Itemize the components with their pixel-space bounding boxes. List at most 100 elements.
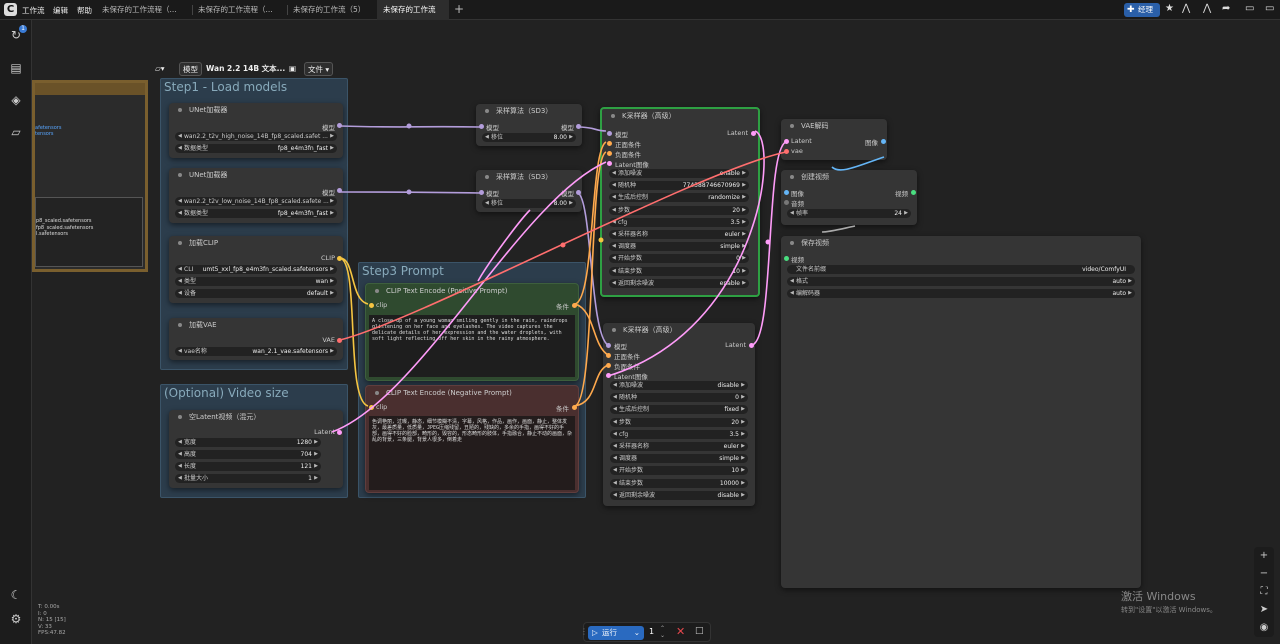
node-icon[interactable]: ⋀ <box>1203 3 1212 14</box>
node-unet-loader-high[interactable]: UNet加载器 模型 ◀wan2.2_t2v_high_noise_14B_fp… <box>169 103 343 158</box>
output-slot-latent[interactable] <box>751 131 756 136</box>
theme-moon-icon[interactable]: ☾ <box>10 588 22 602</box>
image-icon[interactable]: ▣ <box>289 64 297 73</box>
input-slot-video[interactable] <box>784 256 789 261</box>
cancel-icon[interactable]: ✕ <box>676 625 686 638</box>
comfy-logo-icon[interactable]: C <box>4 3 17 16</box>
input-slot-model[interactable] <box>479 190 484 195</box>
zoom-in-icon[interactable]: + <box>1259 550 1269 561</box>
input-slot-negative[interactable] <box>606 363 611 368</box>
output-slot-clip[interactable] <box>337 256 342 261</box>
share-icon[interactable]: ➦ <box>1222 3 1231 14</box>
panel-icon[interactable]: ▭ <box>1245 3 1255 14</box>
node-unet-loader-low[interactable]: UNet加载器 模型 ◀wan2.2_t2v_low_noise_14B_fp8… <box>169 168 343 223</box>
tab-workflow-4[interactable]: 未保存的工作流 <box>377 0 449 20</box>
node-clip-text-encode-negative[interactable]: CLIP Text Encode (Negative Prompt) clip … <box>365 385 579 493</box>
input-slot-clip[interactable] <box>369 405 374 410</box>
input-slot-vae[interactable] <box>784 149 789 154</box>
negative-prompt-textarea[interactable]: 色调艳丽，过曝，静态，细节模糊不清，字幕，风格，作品，画作，画面，静止，整体发灰… <box>369 416 575 490</box>
input-slot-audio[interactable] <box>784 200 789 205</box>
output-slot-video[interactable] <box>911 190 916 195</box>
workflows-folder-icon[interactable]: ▱ <box>11 125 21 139</box>
menu-workflow[interactable]: 工作流 <box>22 6 45 15</box>
node-vae-decode[interactable]: VAE解码 Latent vae 图像 <box>781 119 887 160</box>
pointer-icon[interactable]: ➤ <box>1259 604 1269 615</box>
manager-button[interactable]: ✚ 经理 <box>1124 3 1160 17</box>
input-slot-model[interactable] <box>479 124 484 129</box>
zoom-out-icon[interactable]: − <box>1259 568 1269 579</box>
output-slot-conditioning[interactable] <box>572 405 577 410</box>
input-slot-model[interactable] <box>607 131 612 136</box>
output-slot-conditioning[interactable] <box>572 303 577 308</box>
menu-edit[interactable]: 编辑 <box>53 6 68 15</box>
stepper-icon[interactable]: ⌃⌄ <box>660 625 666 639</box>
settings-gear-icon[interactable]: ⚙ <box>10 612 22 626</box>
input-slot-positive[interactable] <box>606 353 611 358</box>
tab-workflow-1[interactable]: 未保存的工作流程（... <box>102 5 177 14</box>
file-menu-button[interactable]: 文件 ▾ <box>304 62 334 76</box>
output-slot-image[interactable] <box>881 139 886 144</box>
input-slot-negative[interactable] <box>607 151 612 156</box>
output-slot-vae[interactable] <box>337 338 342 343</box>
input-slot-images[interactable] <box>784 190 789 195</box>
node-library-icon[interactable]: ▤ <box>10 61 22 75</box>
node-clip-text-encode-positive[interactable]: CLIP Text Encode (Positive Prompt) clip … <box>365 283 579 381</box>
batch-count-input[interactable]: 1 <box>649 627 655 636</box>
output-slot-latent[interactable] <box>337 430 342 435</box>
unet-name-widget[interactable]: ◀wan2.2_t2v_low_noise_14B_fp8_scaled.saf… <box>175 197 337 206</box>
node-ksampler-advanced-1[interactable]: K采样器（高级） Latent 模型 正面条件 负面条件 Latent图像 ◀添… <box>600 107 760 297</box>
star-icon[interactable]: ★ <box>1165 3 1174 14</box>
menu-help[interactable]: 帮助 <box>77 6 92 15</box>
run-button[interactable]: ▷ 运行 ⌄ <box>588 626 644 640</box>
model-icon[interactable]: ⋀ <box>1182 3 1191 14</box>
layout-icon[interactable]: ▭ <box>1265 3 1275 14</box>
input-slot-latent[interactable] <box>606 373 611 378</box>
input-slot-latent[interactable] <box>784 139 789 144</box>
offscreen-node[interactable]: afetensors tensors p8_scaled.safetensors… <box>32 80 148 272</box>
drag-handle-icon[interactable]: ⋮ <box>580 627 588 636</box>
new-tab-icon[interactable]: + <box>454 2 465 16</box>
output-slot-latent[interactable] <box>749 343 754 348</box>
output-slot-model[interactable] <box>576 190 581 195</box>
workflow-title[interactable]: Wan 2.2 14B 文本... <box>206 64 286 73</box>
folder-icon[interactable]: ▱▾ <box>155 64 165 73</box>
input-slot-positive[interactable] <box>607 141 612 146</box>
output-slot-model[interactable] <box>337 188 342 193</box>
